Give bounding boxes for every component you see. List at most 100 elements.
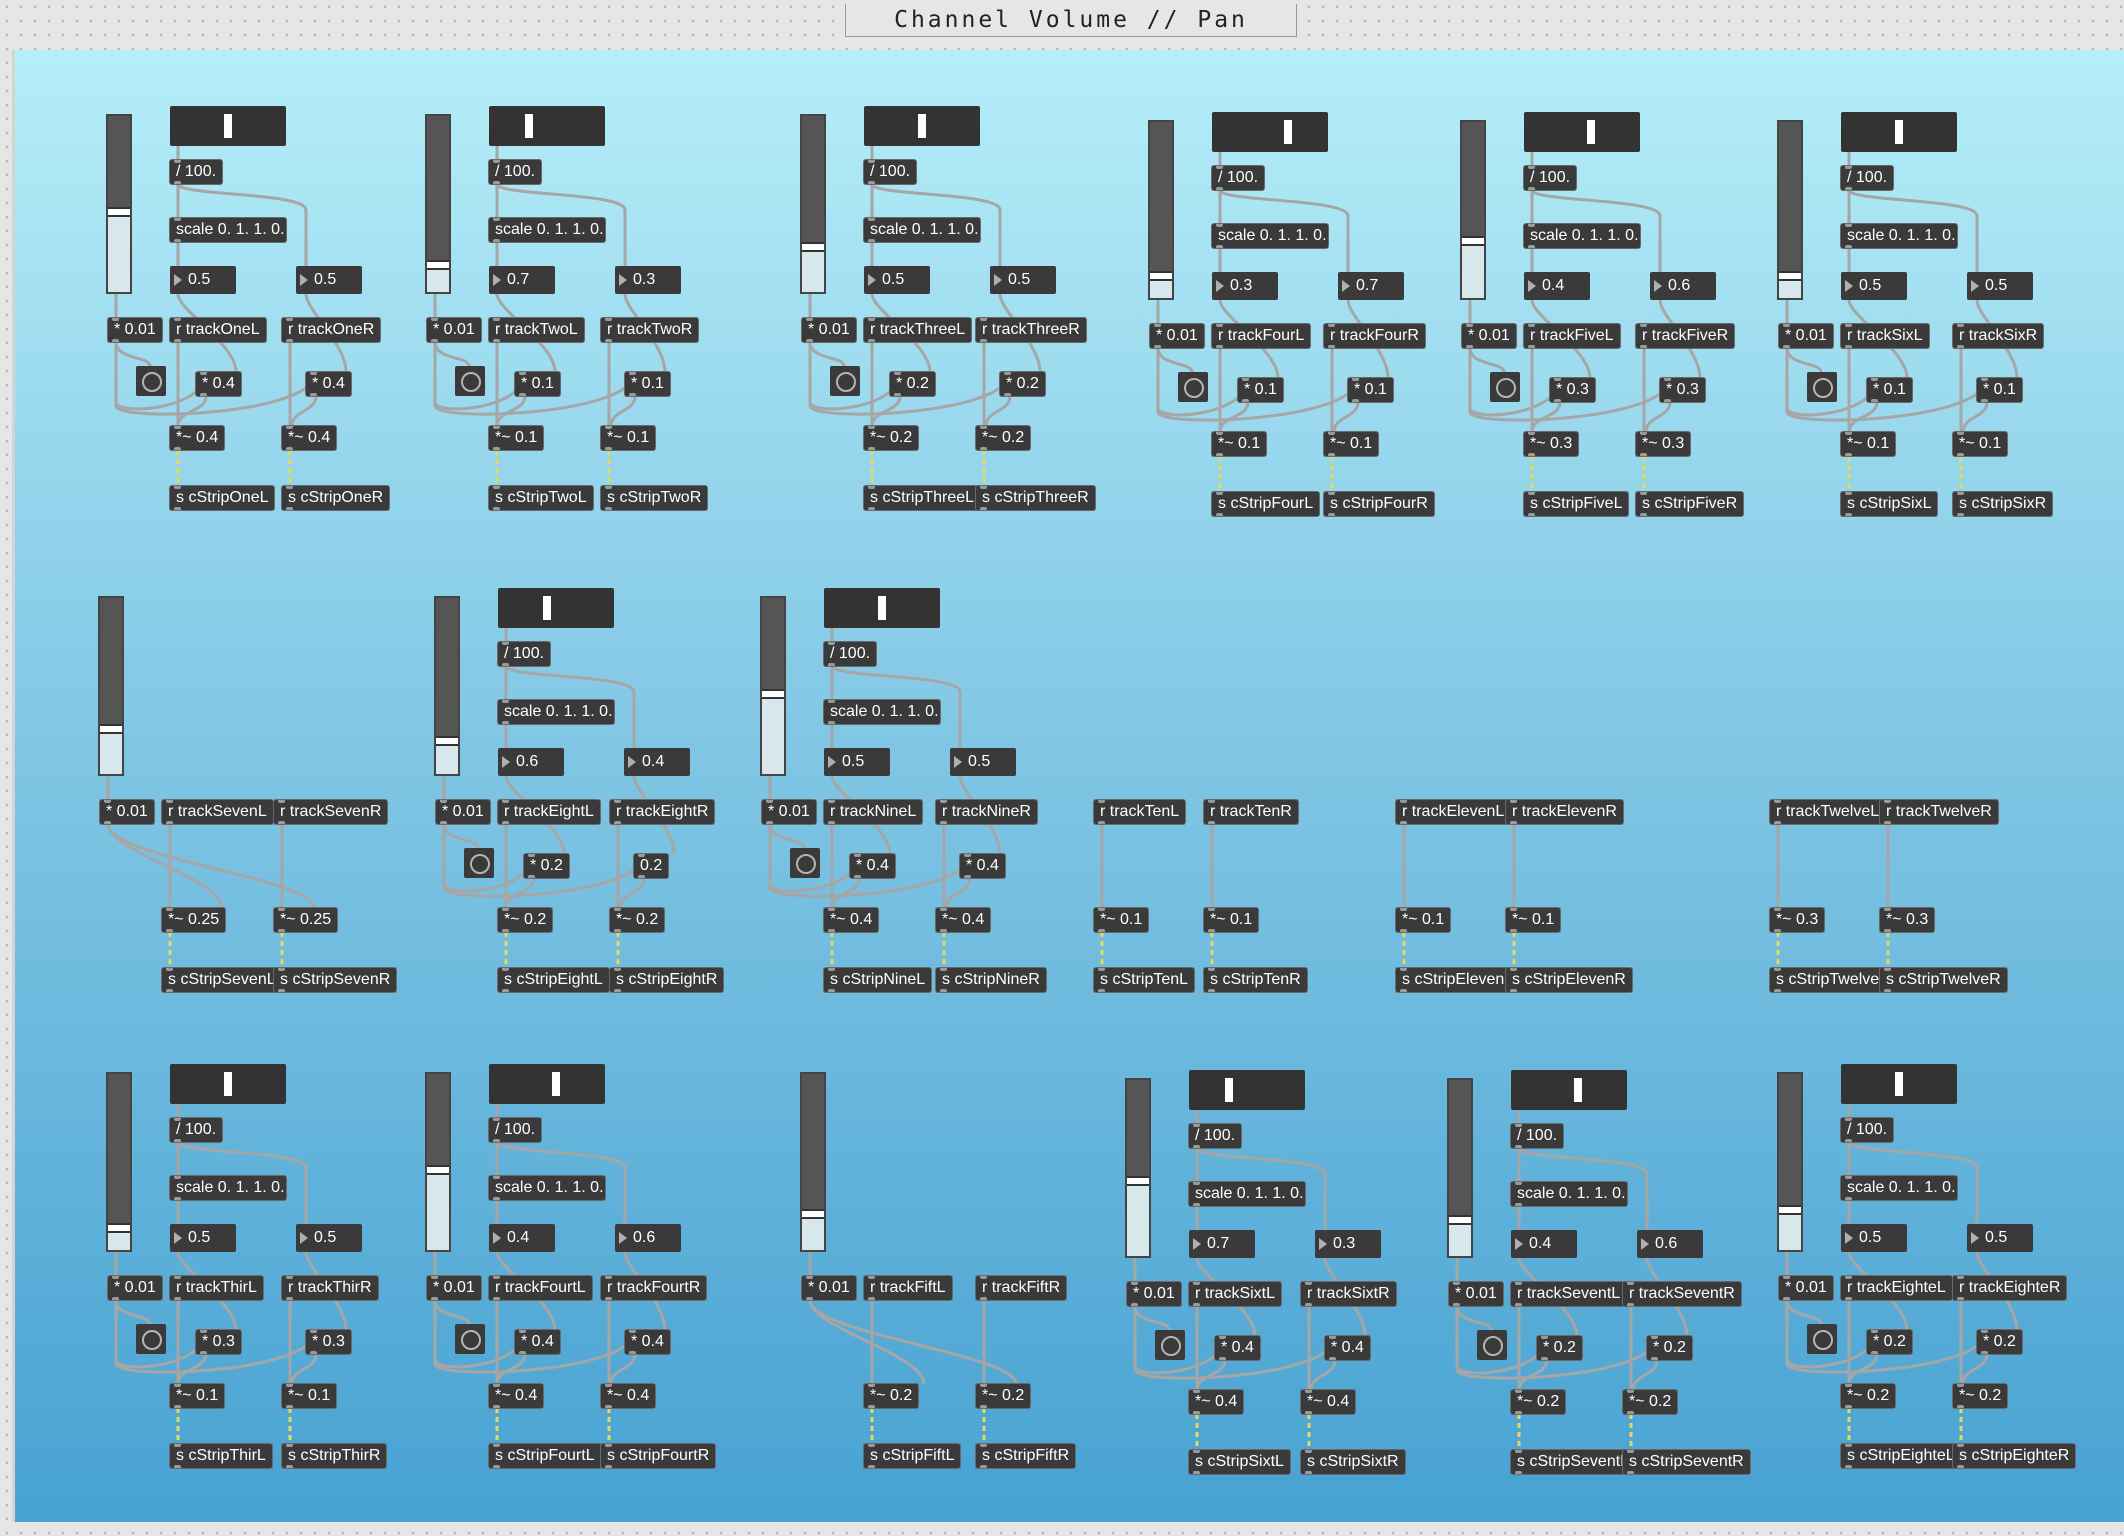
pan-slider[interactable] [1189,1070,1305,1110]
signal-gain-right[interactable]: *~ 0.3 [1636,432,1691,456]
pan-right-number[interactable]: 0.5 [296,1224,362,1252]
divide-object[interactable]: / 100. [489,160,542,184]
scale-object[interactable]: scale 0. 1. 1. 0. [489,1176,605,1200]
scale-object[interactable]: scale 0. 1. 1. 0. [1524,224,1640,248]
scale-object[interactable]: scale 0. 1. 1. 0. [170,1176,286,1200]
patch-cord[interactable] [1133,1305,1171,1331]
receive-left[interactable]: r trackNineL [824,800,923,824]
gain-left[interactable]: * 0.2 [1537,1336,1582,1360]
scale-object[interactable]: scale 0. 1. 1. 0. [1189,1182,1305,1206]
pan-slider-knob[interactable] [552,1072,561,1096]
volume-slider-knob[interactable] [762,688,784,699]
signal-gain-left[interactable]: *~ 0.4 [1189,1390,1244,1414]
patch-cord[interactable] [290,395,318,427]
receive-right[interactable]: r trackElevenR [1506,800,1623,824]
send-right[interactable]: s cStripTwelveR [1880,968,2007,992]
send-right[interactable]: s cStripFiftR [976,1444,1076,1468]
patch-cord[interactable] [176,1140,308,1224]
toggle[interactable] [136,366,166,396]
gain-left[interactable]: * 0.4 [196,372,241,396]
patch-cord[interactable] [1455,1306,1659,1380]
volume-slider-knob[interactable] [1449,1214,1471,1225]
patch-cord[interactable] [504,664,636,748]
volume-slider[interactable] [1460,120,1486,300]
send-left[interactable]: s cStripThirL [170,1444,272,1468]
gain-left[interactable]: * 0.3 [1550,378,1595,402]
send-right[interactable]: s cStripOneR [282,486,390,510]
pan-slider[interactable] [489,1064,605,1104]
signal-gain-left[interactable]: *~ 0.1 [1094,908,1149,932]
pan-slider[interactable] [1841,112,1957,152]
multiply-object[interactable]: * 0.01 [1150,324,1204,348]
pan-slider-knob[interactable] [1895,1072,1903,1096]
patch-cord[interactable] [106,823,316,909]
send-right[interactable]: s cStripSeventR [1623,1450,1750,1474]
volume-slider-knob[interactable] [436,736,458,747]
volume-slider-knob[interactable] [1779,1205,1801,1216]
toggle[interactable] [455,1324,485,1354]
multiply-object[interactable]: * 0.01 [802,1276,856,1300]
signal-gain-left[interactable]: *~ 0.1 [1841,432,1896,456]
multiply-object[interactable]: * 0.01 [762,800,816,824]
receive-left[interactable]: r trackEighteL [1841,1276,1952,1300]
divide-object[interactable]: / 100. [170,1118,223,1142]
toggle[interactable] [455,366,485,396]
gain-right[interactable]: * 0.2 [1647,1336,1692,1360]
divide-object[interactable]: / 100. [1841,1118,1894,1142]
toggle[interactable] [1477,1330,1507,1360]
pan-slider[interactable] [498,588,614,628]
signal-gain-left[interactable]: *~ 0.3 [1524,432,1579,456]
patch-cord[interactable] [433,342,637,416]
signal-gain-right[interactable]: *~ 0.1 [1953,432,2008,456]
send-left[interactable]: s cStripNineL [824,968,932,992]
pan-slider[interactable] [170,1064,286,1104]
signal-gain-left[interactable]: *~ 0.2 [1511,1390,1566,1414]
signal-gain-right[interactable]: *~ 0.4 [936,908,991,932]
signal-gain-right[interactable]: *~ 0.2 [1623,1390,1678,1414]
gain-left[interactable]: * 0.2 [524,854,569,878]
volume-slider-knob[interactable] [1150,270,1172,281]
patch-cord[interactable] [433,1300,637,1374]
volume-slider-knob[interactable] [427,1164,449,1175]
patch-cord[interactable] [808,1299,1018,1385]
patch-cord[interactable] [1631,1359,1659,1391]
pan-right-number[interactable]: 0.6 [1650,272,1716,300]
send-right[interactable]: s cStripElevenR [1506,968,1632,992]
send-left[interactable]: s cStripOneL [170,486,275,510]
patch-cord[interactable] [1517,1146,1649,1230]
receive-left[interactable]: r trackTwoL [489,318,584,342]
pan-right-number[interactable]: 0.6 [1637,1230,1703,1258]
gain-right[interactable]: * 0.1 [625,372,670,396]
toggle[interactable] [1178,372,1208,402]
gain-right[interactable]: * 0.2 [1000,372,1045,396]
patch-cord[interactable] [1195,1146,1327,1230]
pan-left-number[interactable]: 0.5 [1841,1224,1907,1252]
receive-left[interactable]: r trackFiveL [1524,324,1620,348]
gain-right[interactable]: 0.2 [634,854,669,878]
pan-right-number[interactable]: 0.5 [990,266,1056,294]
gain-right[interactable]: * 0.3 [306,1330,351,1354]
divide-object[interactable]: / 100. [1511,1124,1564,1148]
gain-right[interactable]: * 0.3 [1660,378,1705,402]
signal-gain-left[interactable]: *~ 0.2 [864,1384,919,1408]
patch-cord[interactable] [114,1300,318,1374]
pan-left-number[interactable]: 0.4 [1511,1230,1577,1258]
gain-right[interactable]: * 0.1 [1348,378,1393,402]
pan-slider[interactable] [489,106,605,146]
receive-left[interactable]: r trackTenL [1094,800,1186,824]
patch-cord[interactable] [768,824,972,898]
gain-left[interactable]: * 0.4 [1215,1336,1260,1360]
patch-cord[interactable] [830,664,962,748]
gain-left[interactable]: * 0.3 [196,1330,241,1354]
send-right[interactable]: s cStripNineR [936,968,1046,992]
receive-right[interactable]: r trackSixR [1953,324,2044,348]
toggle[interactable] [136,1324,166,1354]
divide-object[interactable]: / 100. [489,1118,542,1142]
receive-right[interactable]: r trackThirR [282,1276,378,1300]
pan-slider-knob[interactable] [224,114,232,138]
multiply-object[interactable]: * 0.01 [1779,324,1833,348]
send-right[interactable]: s cStripEightR [610,968,724,992]
send-right[interactable]: s cStripFiveR [1636,492,1744,516]
receive-right[interactable]: r trackFiveR [1636,324,1735,348]
pan-right-number[interactable]: 0.7 [1338,272,1404,300]
